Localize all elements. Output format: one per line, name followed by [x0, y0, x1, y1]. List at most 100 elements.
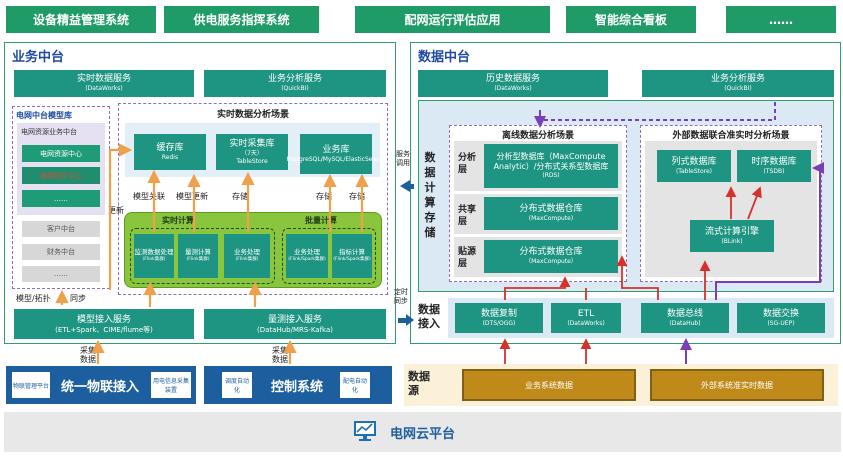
- shared-layer-label: 共享层: [458, 205, 477, 227]
- label-collect-left: 采集数据: [80, 346, 96, 364]
- label: 实时采集库: [229, 138, 275, 149]
- sublabel: Redis: [161, 153, 179, 161]
- realtime-compute-title: 实时计算: [162, 216, 194, 225]
- iot-access-title: 统一物联接入: [60, 380, 139, 395]
- source-box-inner: 外部系统准实时数据: [701, 380, 773, 390]
- nav-equipment[interactable]: 设备精益管理系统: [6, 6, 156, 33]
- label: ETL: [577, 308, 595, 319]
- timeseries-db[interactable]: 时序数据库(TSDB): [737, 150, 811, 182]
- more-centers: ……: [22, 190, 100, 207]
- history-data-service[interactable]: 历史数据服务(DataWorks): [418, 70, 608, 97]
- label: 实时数据服务: [76, 74, 131, 84]
- label-update: 更新: [108, 206, 124, 215]
- nav-more[interactable]: ……: [726, 6, 836, 33]
- realtime-collect-db[interactable]: 实时采集库（7天）TableStore: [216, 134, 288, 170]
- control-system-title: 控制系统: [270, 380, 323, 395]
- sublabel: (Flink/Spark集群): [333, 257, 371, 262]
- label: 业务分析服务: [710, 74, 765, 84]
- distribution-automation[interactable]: 配电自动化: [340, 372, 370, 398]
- grid-resource-group-title: 电网资源业务中台: [21, 128, 77, 136]
- realtime-compute-group: [130, 228, 275, 284]
- business-center-title: 业务中台: [12, 50, 65, 65]
- source-box-inner: 业务系统数据: [485, 379, 613, 391]
- dw-source[interactable]: 分布式数据仓库（MaxCompute）: [484, 240, 618, 273]
- label-timed-sync: 定时同步: [394, 288, 408, 305]
- label: 量测计算: [185, 248, 211, 256]
- sublabel: （MaxCompute）: [525, 258, 577, 265]
- label: 监测数据处理: [134, 248, 174, 256]
- data-bus[interactable]: 数据总线(DataHub): [641, 303, 729, 333]
- sublabel: (DataWorks): [494, 85, 532, 92]
- label: 分析型数据库（MaxCompute Analytic）/分布式关系型数据库: [493, 152, 609, 171]
- label: 业务分析服务: [267, 74, 322, 84]
- nav-distribution-eval[interactable]: 配网运行评估应用: [355, 6, 550, 33]
- dispatch-automation[interactable]: 调度自动化: [222, 372, 252, 398]
- monitor-chart-icon: [353, 420, 377, 442]
- label: 量测接入服务: [267, 314, 322, 325]
- data-center-title: 数据中台: [418, 50, 471, 65]
- sublabel2: TableStore: [236, 157, 268, 165]
- sublabel: (Flink集群): [235, 257, 259, 262]
- label: 流式计算引擎: [704, 226, 759, 237]
- label-store-2: 存储: [316, 192, 332, 201]
- sublabel: (TableStore): [675, 167, 713, 175]
- batch-compute-title: 批量计算: [305, 216, 337, 225]
- label: 数据复制: [480, 308, 517, 319]
- realtime-data-service[interactable]: 实时数据服务(DataWorks): [14, 70, 194, 97]
- sublabel: (DataWorks): [567, 319, 605, 327]
- columnar-db[interactable]: 列式数据库(TableStore): [657, 150, 731, 182]
- customer-center[interactable]: 客户中台: [22, 221, 100, 237]
- data-access-label: 数据接入: [418, 303, 440, 330]
- analytic-db[interactable]: 分析型数据库（MaxCompute Analytic）/分布式关系型数据库(RD…: [484, 144, 618, 188]
- analysis-layer-label: 分析层: [458, 153, 477, 175]
- biz-analysis-service[interactable]: 业务分析服务(QuickBI): [204, 70, 386, 97]
- label: 业务库: [322, 144, 350, 155]
- sublabel: （7天）: [241, 149, 263, 157]
- nav-supply-service[interactable]: 供电服务指挥系统: [164, 6, 319, 33]
- indicator-calc[interactable]: 指标计算(Flink/Spark集群): [332, 234, 372, 278]
- grid-resource-center[interactable]: 电网资源中心: [22, 145, 100, 162]
- label-model-update: 模型更新: [176, 192, 208, 201]
- sublabel: (TSDB): [763, 167, 785, 175]
- label-service-call: 服务调用: [396, 150, 410, 167]
- data-analysis-service[interactable]: 业务分析服务(QuickBI): [642, 70, 834, 97]
- measure-calc[interactable]: 量测计算(Flink集群): [178, 234, 218, 278]
- iot-mgmt-platform[interactable]: 物联管理平台: [12, 372, 50, 398]
- power-info-collector[interactable]: 用电信息采集装置: [151, 372, 191, 398]
- label: 业务处理: [234, 248, 260, 256]
- label: 模型接入服务: [76, 314, 131, 325]
- monitor-data-processing[interactable]: 监测数据处理(Flink集群): [134, 234, 174, 278]
- data-replication[interactable]: 数据复制(DTS/OGG): [455, 303, 543, 333]
- sublabel: (ETL+Spark、CIME/flume等): [55, 325, 153, 334]
- model-access-service[interactable]: 模型接入服务(ETL+Spark、CIME/flume等): [14, 309, 194, 339]
- business-system-data[interactable]: 业务系统数据: [462, 369, 636, 401]
- sublabel: (DTS/OGG): [482, 319, 516, 327]
- external-realtime-data[interactable]: 外部系统准实时数据: [650, 369, 824, 401]
- nav-dashboard[interactable]: 智能综合看板: [566, 6, 696, 33]
- business-processing-batch[interactable]: 业务处理(Flink/Spark集群): [286, 234, 328, 278]
- etl-service[interactable]: ETL(DataWorks): [551, 303, 621, 333]
- sublabel: (QuickBI): [281, 85, 309, 92]
- compute-storage-label: 数据计算存储: [424, 151, 436, 239]
- sublabel: (BLink): [721, 237, 743, 245]
- finance-center[interactable]: 财务中台: [22, 244, 100, 260]
- sublabel: (RDS): [542, 172, 560, 179]
- data-exchange[interactable]: 数据交换(SG-UEP): [737, 303, 825, 333]
- external-scenario-title: 外部数据联合准实时分析场景: [672, 131, 790, 141]
- cloud-platform-label: 电网云平台: [390, 427, 456, 442]
- stream-engine[interactable]: 流式计算引擎(BLink): [690, 220, 774, 252]
- label-store-1: 存储: [232, 192, 248, 201]
- model-library-title: 电网中台模型库: [16, 111, 72, 120]
- label-collect-right: 采集数据: [272, 346, 288, 364]
- realtime-scenario-title: 实时数据分析场景: [216, 110, 289, 120]
- business-processing-rt[interactable]: 业务处理(Flink集群): [224, 234, 270, 278]
- grid-topology-center[interactable]: 电网拓扑中心: [22, 167, 100, 184]
- cloud-platform-bar: [4, 412, 841, 452]
- dw-shared[interactable]: 分布式数据仓库(MaxCompute): [484, 197, 618, 230]
- more-others: ……: [22, 266, 100, 282]
- sublabel: (DataHub/MRS-Kafka): [257, 325, 333, 334]
- measure-access-service[interactable]: 量测接入服务(DataHub/MRS-Kafka): [204, 309, 386, 339]
- label: 时序数据库: [751, 156, 797, 167]
